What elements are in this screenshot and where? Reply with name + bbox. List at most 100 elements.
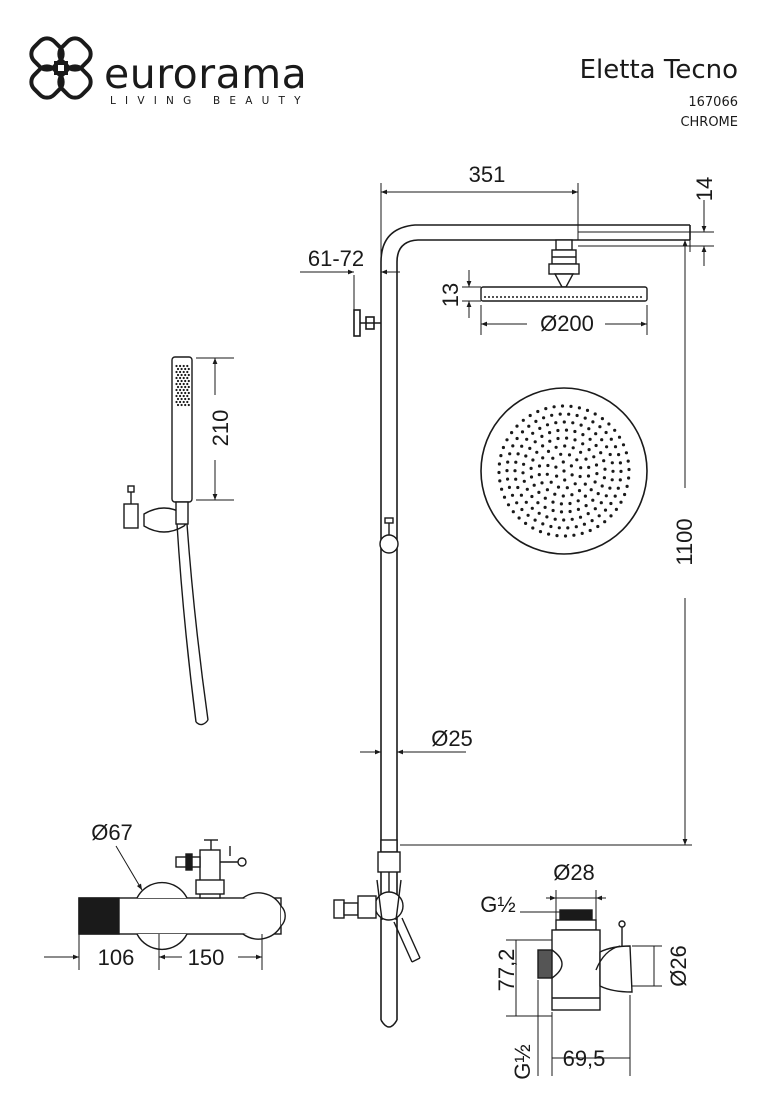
hand-nozzle-dot xyxy=(184,385,187,389)
hand-nozzle-dot xyxy=(175,364,178,368)
hand-nozzle-dot xyxy=(182,400,185,404)
dimension-lines xyxy=(44,183,714,1076)
nozzle-dot xyxy=(530,494,534,499)
nozzle-dot xyxy=(556,485,561,489)
dim-diverter-thread-bottom: G½ xyxy=(510,1044,535,1079)
nozzle-dot xyxy=(543,505,547,509)
nozzle-dot xyxy=(558,412,562,416)
hand-nozzle-dot xyxy=(180,379,183,383)
nozzle-dot xyxy=(524,500,528,504)
nozzle-dot xyxy=(528,446,532,450)
bar-mixer xyxy=(78,839,286,951)
nozzle-dot xyxy=(586,474,591,478)
nozzle-dot xyxy=(553,492,557,496)
nozzle-dot xyxy=(592,455,596,459)
dim-diverter-diameter: Ø28 xyxy=(553,860,595,885)
nozzle-dot xyxy=(626,459,630,463)
hand-nozzle-dot xyxy=(182,382,185,386)
nozzle-dot xyxy=(506,477,510,481)
nozzle-dot xyxy=(531,431,535,435)
column-mixer-side xyxy=(333,839,421,963)
nozzle-dot xyxy=(562,420,566,424)
nozzle-dot xyxy=(570,493,574,497)
nozzle-dot xyxy=(515,436,519,441)
hand-nozzle-dot xyxy=(175,382,178,386)
nozzle-dot xyxy=(537,490,541,494)
hand-shower xyxy=(123,356,209,726)
nozzle-dot xyxy=(575,413,579,418)
brand-tagline: LIVING BEAUTY xyxy=(110,95,310,107)
dim-mixer-projection: 106 xyxy=(98,945,135,970)
hand-nozzle-dot xyxy=(186,388,189,392)
nozzle-dot xyxy=(609,437,613,441)
nozzle-dot xyxy=(542,416,546,420)
nozzle-dot xyxy=(506,460,510,464)
hand-nozzle-dot xyxy=(186,376,189,380)
dim-diverter-outlet: Ø26 xyxy=(666,945,691,987)
nozzle-dot xyxy=(563,534,568,538)
nozzle-dot xyxy=(529,466,533,470)
nozzle-dot xyxy=(541,456,545,460)
nozzle-dot xyxy=(604,494,608,498)
nozzle-dot xyxy=(569,464,574,468)
nozzle-dot xyxy=(577,406,582,410)
nozzle-dot xyxy=(570,473,574,477)
nozzle-dot xyxy=(603,508,608,512)
nozzle-dot xyxy=(603,467,607,471)
nozzle-dot xyxy=(586,511,590,516)
nozzle-dot xyxy=(591,498,595,502)
diverter-detail xyxy=(537,909,633,1011)
nozzle-dot xyxy=(506,503,511,507)
nozzle-dot xyxy=(571,421,575,425)
nozzle-dot xyxy=(511,510,515,514)
nozzle-dot xyxy=(593,412,597,416)
nozzle-dot xyxy=(560,404,565,408)
nozzle-dot xyxy=(514,460,518,464)
nozzle-dot xyxy=(541,522,545,526)
shower-column xyxy=(353,224,691,1028)
hand-nozzle-dot xyxy=(176,373,180,377)
hand-shower-nozzles xyxy=(175,364,190,407)
hand-nozzle-dot xyxy=(184,379,187,383)
hand-nozzle-dot xyxy=(182,370,185,374)
nozzle-dot xyxy=(519,493,524,497)
nozzle-dot xyxy=(545,423,550,427)
nozzle-dot xyxy=(621,443,626,447)
dim-diverter-height: 77,2 xyxy=(494,949,519,992)
hand-nozzle-dot xyxy=(175,394,178,398)
dim-wall-offset: 61-72 xyxy=(308,246,364,271)
shower-head-top xyxy=(480,387,648,555)
nozzle-dot xyxy=(599,451,603,455)
nozzle-dot xyxy=(617,453,621,457)
hand-nozzle-dot xyxy=(179,400,182,404)
nozzle-dot xyxy=(501,445,505,450)
nozzle-dot xyxy=(497,462,501,466)
nozzle-dot xyxy=(555,534,559,538)
nozzle-dot xyxy=(531,458,535,462)
nozzle-dot xyxy=(524,521,528,526)
nozzle-dot xyxy=(608,452,612,457)
dim-column-height: 1100 xyxy=(672,518,697,565)
nozzle-dot xyxy=(521,471,525,475)
nozzle-dot xyxy=(611,469,615,473)
nozzle-dot xyxy=(570,517,574,521)
nozzle-dot xyxy=(511,444,515,448)
nozzle-dot xyxy=(535,450,539,454)
nozzle-dot xyxy=(529,475,534,479)
hand-nozzle-dot xyxy=(176,397,180,401)
nozzle-dot xyxy=(515,424,519,428)
head-connector xyxy=(548,239,580,288)
slider-knob xyxy=(379,517,399,554)
nozzle-dot xyxy=(540,481,544,485)
dim-diverter-thread-top: G½ xyxy=(480,892,515,917)
hand-nozzle-dot xyxy=(180,397,183,401)
dim-mixer-body-diameter: Ø67 xyxy=(91,820,133,845)
nozzle-dot xyxy=(546,463,550,468)
nozzle-dot xyxy=(602,476,607,480)
hand-nozzle-dot xyxy=(180,367,183,371)
nozzle-dot xyxy=(527,424,531,428)
hand-nozzle-dot xyxy=(180,385,183,389)
nozzle-dot xyxy=(623,492,627,497)
nozzle-dot xyxy=(571,446,575,450)
